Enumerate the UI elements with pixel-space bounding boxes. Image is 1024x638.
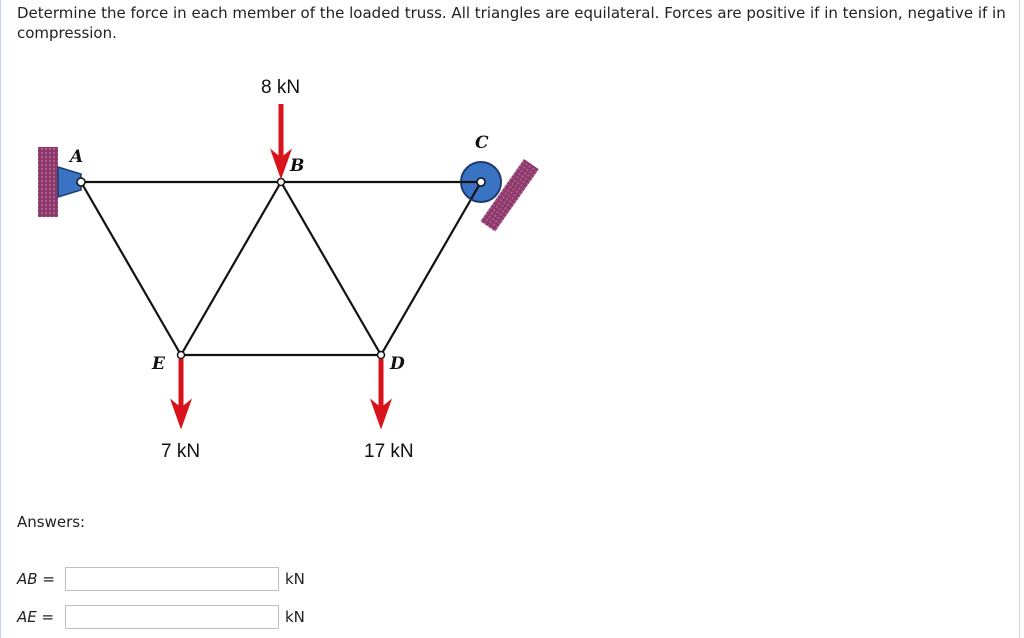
joint-pins (76, 177, 486, 360)
node-e-label: E (152, 354, 165, 374)
answer-row-ae: AE = kN (17, 603, 305, 631)
load-e-label: 7 kN (161, 441, 201, 462)
truss-diagram (38, 104, 539, 430)
load-arrows (169, 104, 393, 430)
answer-input-ab[interactable] (65, 567, 279, 591)
node-a-label: A (70, 147, 84, 167)
answer-row-ab: AB = kN (17, 565, 305, 593)
answer-label-ab: AB = (17, 570, 55, 588)
wall-c-icon (480, 158, 539, 232)
pin-support-icon (57, 165, 82, 199)
node-d-label: D (390, 354, 405, 374)
node-b-label: B (290, 156, 305, 176)
load-b-label: 8 kN (261, 77, 301, 98)
truss-figure: 8 kN 7 kN 17 kN A B C E D (1, 60, 601, 480)
wall-a-icon (38, 147, 58, 217)
answer-input-ae[interactable] (65, 605, 279, 629)
answer-unit-ae: kN (285, 608, 305, 626)
load-d-label: 17 kN (364, 441, 414, 462)
node-c-label: C (475, 133, 489, 153)
answer-unit-ab: kN (285, 570, 305, 588)
answer-label-ae: AE = (17, 608, 55, 626)
question-prompt: Determine the force in each member of th… (17, 4, 1006, 42)
truss-members (80, 180, 482, 357)
answers-title: Answers: (17, 513, 86, 531)
